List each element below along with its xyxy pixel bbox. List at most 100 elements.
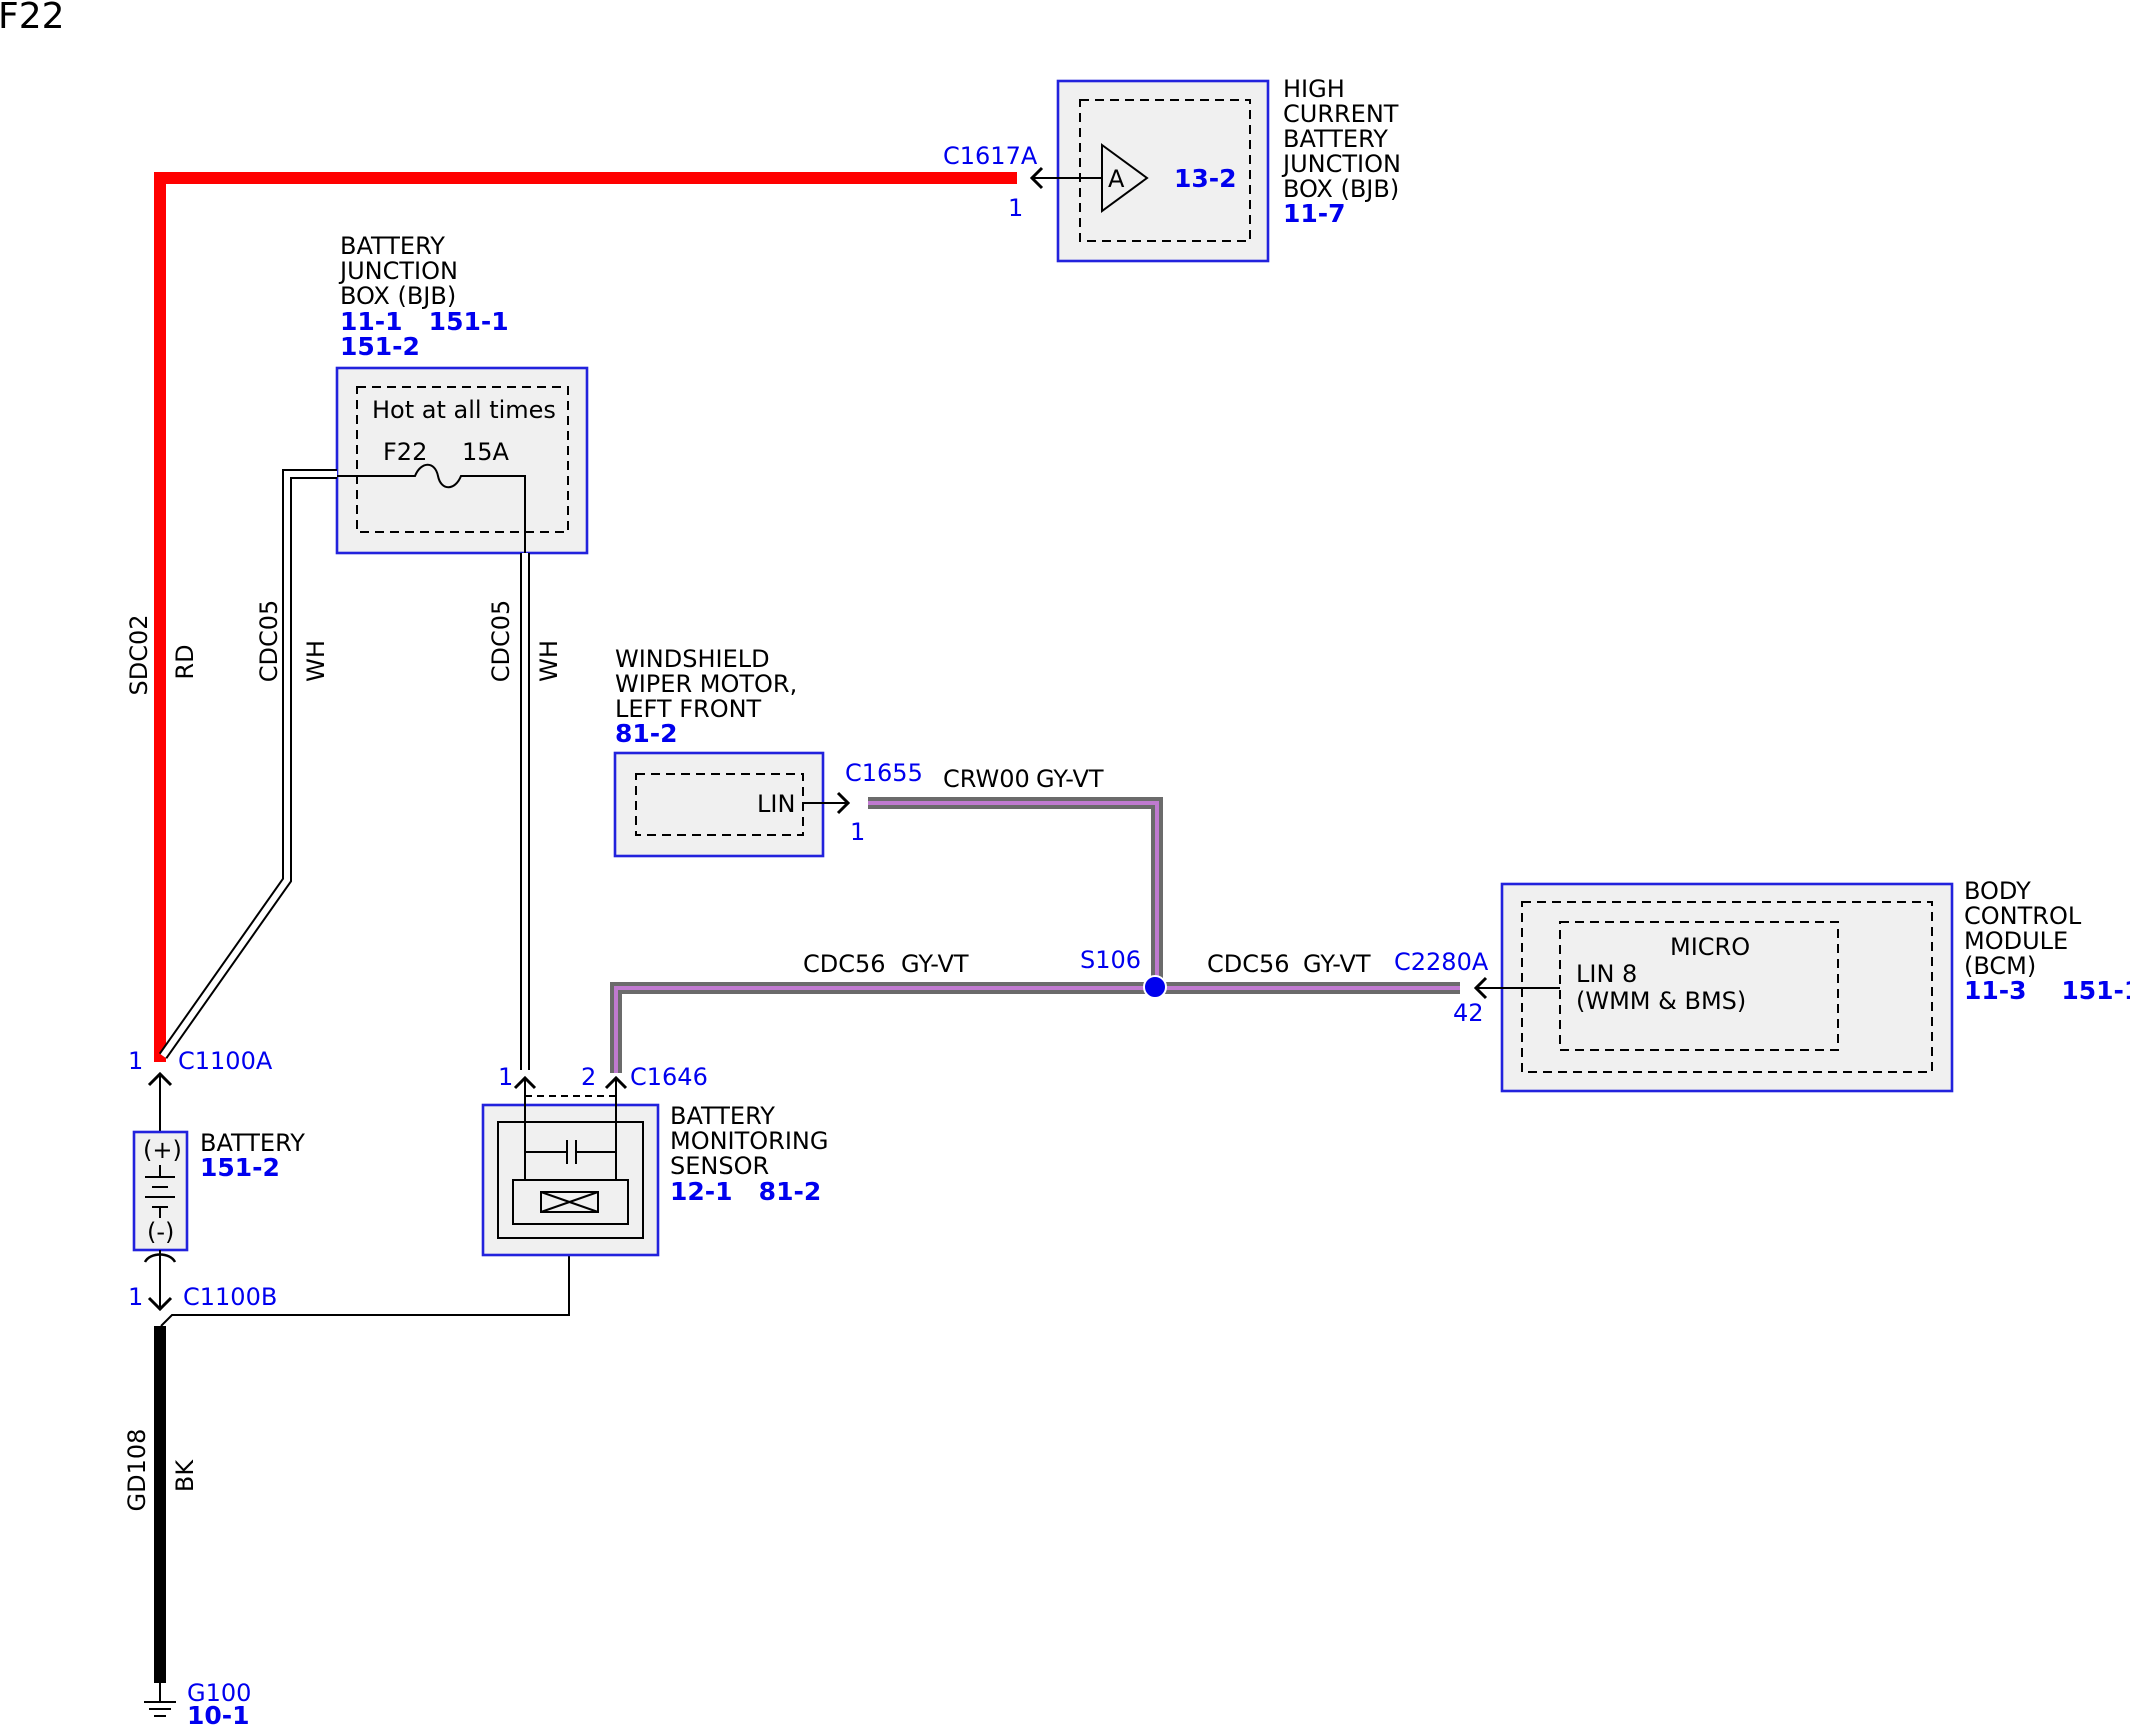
splice-s106-label: S106	[1080, 946, 1141, 974]
c2280a-pin: 42	[1453, 999, 1484, 1027]
high-current-bjb: A 13-2 C1617A 1 HIGH CURRENT BATTERY JUN…	[943, 75, 1401, 263]
cdc56-right-circuit: CDC56	[1207, 950, 1290, 978]
c1617a-connector-icon	[1029, 166, 1044, 190]
sdc02-color-label: RD	[171, 644, 199, 679]
c1655-pin: 1	[850, 818, 865, 846]
hcbjb-inner-symbol: A	[1108, 165, 1125, 193]
gd108-circuit: GD108	[123, 1429, 151, 1512]
bcm-refs[interactable]: 11-3 151-16	[1964, 976, 2130, 1005]
cdc05-left-circuit: CDC05	[255, 600, 283, 683]
cdc56-left-wire[interactable]	[614, 986, 1157, 1073]
gd108-color: BK	[171, 1459, 199, 1492]
bcm-pin-line-2: (WMM & BMS)	[1576, 987, 1746, 1015]
bms-shunt-icon	[540, 1191, 599, 1213]
bjb-inner-dash	[356, 386, 569, 533]
c1646-pin2: 2	[581, 1063, 596, 1091]
c1646-label[interactable]: C1646	[630, 1063, 708, 1091]
c1100b-label[interactable]: C1100B	[183, 1283, 277, 1311]
bms-ground-wire[interactable]	[160, 1255, 570, 1327]
wiper-ref[interactable]: 81-2	[615, 719, 678, 748]
battery-name: BATTERY	[200, 1129, 305, 1157]
bcm-pin-line-1: LIN 8	[1576, 960, 1637, 988]
bjb-fuse-name: F22	[383, 438, 427, 466]
c1100b-connector-icon	[147, 1296, 173, 1312]
windshield-wiper-motor: WINDSHIELD WIPER MOTOR, LEFT FRONT 81-2 …	[613, 645, 923, 858]
cdc05-right-circuit-group: CDC05	[487, 600, 515, 683]
cdc05-right-color: WH	[535, 640, 563, 682]
bcm-inner-dash	[1521, 901, 1933, 1073]
crw00-wire[interactable]	[868, 801, 1159, 988]
bcm-name-4: (BCM)	[1964, 952, 2036, 980]
bcm-name-2: CONTROL	[1964, 902, 2082, 930]
battery-junction-box: BATTERY JUNCTION BOX (BJB) 11-1 151-1 15…	[335, 232, 589, 555]
cdc05-left-circuit-group: CDC05	[255, 600, 283, 683]
wiper-pin-label: LIN	[757, 790, 795, 818]
bcm-micro: MICRO	[1670, 933, 1750, 961]
bms-shunt-cross-icon	[540, 1191, 599, 1213]
hcbjb-name-3: BATTERY	[1283, 125, 1388, 153]
hcbjb-name-2: CURRENT	[1283, 100, 1399, 128]
cdc05-right-color-group: WH	[535, 640, 563, 682]
battery: 1 C1100A (+) (-) BATTERY 151-2 1 C1100B	[128, 1047, 305, 1312]
bjb-hot-text: Hot at all times	[372, 396, 556, 424]
wiper-name-2: WIPER MOTOR,	[615, 670, 797, 698]
hcbjb-name-4: JUNCTION	[1281, 150, 1401, 178]
cdc56-left-wire-outline	[610, 982, 1157, 1073]
sdc02-red-wire[interactable]	[154, 172, 1017, 1062]
body-control-module: MICRO LIN 8 (WMM & BMS) C2280A 42 BODY C…	[1394, 877, 2130, 1093]
bms-name-3: SENSOR	[670, 1152, 769, 1180]
bcm-name-1: BODY	[1964, 877, 2031, 905]
wiper-name-1: WINDSHIELD	[615, 645, 770, 673]
bms-name-2: MONITORING	[670, 1127, 828, 1155]
hcbjb-ref[interactable]: 11-7	[1283, 199, 1346, 228]
bjb-name-1: BATTERY	[340, 232, 445, 260]
bjb-refs-2[interactable]: 151-2	[340, 332, 420, 361]
cdc05-left-color-group: WH	[302, 640, 330, 682]
c1100b-pin: 1	[128, 1283, 143, 1311]
battery-box[interactable]	[132, 1130, 189, 1252]
c2280a-connector-icon	[1473, 976, 1488, 1000]
diagram-title: F22	[0, 0, 65, 37]
ground-g100: G100 10-1	[144, 1679, 251, 1727]
cdc05-left-color: WH	[302, 640, 330, 682]
ground-ref[interactable]: 10-1	[187, 1701, 250, 1727]
splice-s106-icon[interactable]	[1143, 975, 1167, 999]
hcbjb-name-5: BOX (BJB)	[1283, 175, 1399, 203]
battery-monitoring-sensor: 1 2 C1646 BATTERY MONITORING SENSOR 12-1…	[481, 1063, 828, 1257]
bjb-fuse-rating: 15A	[462, 438, 510, 466]
bms-refs[interactable]: 12-1 81-2	[670, 1177, 821, 1206]
c1655-connector-icon	[836, 791, 851, 815]
battery-ref[interactable]: 151-2	[200, 1153, 280, 1182]
c1100a-pin: 1	[128, 1047, 143, 1075]
gd108-circuit-group: GD108	[123, 1429, 151, 1512]
wiper-name-3: LEFT FRONT	[615, 695, 762, 723]
battery-plus: (+)	[143, 1136, 182, 1164]
cdc05-left-wire-outline	[158, 469, 337, 1059]
crw00-circuit: CRW00	[943, 765, 1030, 793]
bjb-name-2: JUNCTION	[338, 257, 458, 285]
sdc02-circuit-label: SDC02	[125, 614, 153, 695]
battery-minus: (-)	[147, 1218, 174, 1246]
cdc05-right-circuit: CDC05	[487, 600, 515, 683]
c2280a-label[interactable]: C2280A	[1394, 948, 1489, 976]
wiper-box[interactable]	[613, 751, 825, 858]
c1655-label[interactable]: C1655	[845, 759, 923, 787]
bjb-refs-1[interactable]: 11-1 151-1	[340, 307, 509, 336]
cdc56-right-color: GY-VT	[1303, 950, 1371, 978]
bms-name-1: BATTERY	[670, 1102, 775, 1130]
bcm-name-3: MODULE	[1964, 927, 2068, 955]
bjb-box[interactable]	[335, 366, 589, 555]
c1617a-label[interactable]: C1617A	[943, 142, 1038, 170]
c1646-pin1: 1	[498, 1063, 513, 1091]
hcbjb-inner-ref[interactable]: 13-2	[1174, 164, 1237, 193]
wiper-inner-dash	[635, 773, 804, 836]
gd108-color-group: BK	[171, 1459, 199, 1492]
hcbjb-box[interactable]	[1056, 79, 1270, 263]
bcm-box[interactable]	[1500, 882, 1954, 1093]
c1100a-label[interactable]: C1100A	[178, 1047, 273, 1075]
ground-id[interactable]: G100	[187, 1679, 251, 1707]
cdc56-left-color: GY-VT	[901, 950, 969, 978]
cdc05-left-wire[interactable]	[160, 471, 337, 1058]
hcbjb-inner-dash	[1079, 99, 1251, 242]
